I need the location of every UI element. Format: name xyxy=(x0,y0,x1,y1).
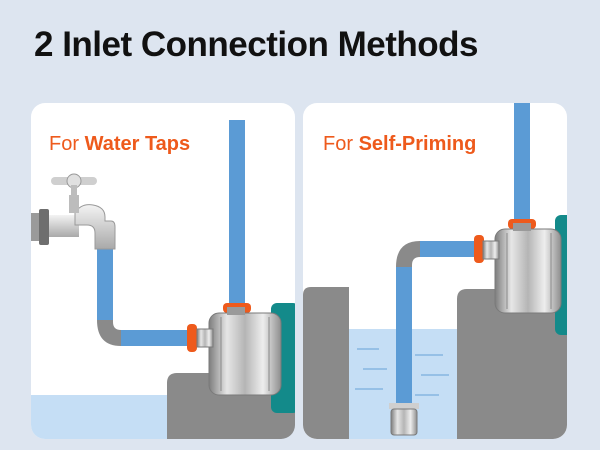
water-ripples xyxy=(355,348,449,396)
outlet-pipe xyxy=(229,120,245,307)
suction-pipe xyxy=(396,267,412,409)
self-priming-diagram xyxy=(303,103,567,439)
inlet-coupling xyxy=(187,324,197,352)
method-label-self-priming: For Self-Priming xyxy=(323,133,477,155)
pipe-elbow xyxy=(97,320,121,346)
inlet-pipe-vertical xyxy=(97,248,113,320)
well-wall-left xyxy=(303,287,349,439)
pump-icon xyxy=(196,303,295,413)
water-tap-icon xyxy=(31,173,116,250)
water-tap-diagram xyxy=(31,120,295,439)
inlet-pipe-horizontal xyxy=(121,330,189,346)
outlet-pipe xyxy=(514,103,530,223)
inlet-coupling xyxy=(474,235,484,263)
page-title: 2 Inlet Connection Methods xyxy=(34,25,478,64)
pipe-elbow xyxy=(396,241,420,267)
method-panel-water-taps: For Water Taps xyxy=(31,103,295,439)
pump-icon xyxy=(482,215,567,335)
foot-valve-icon xyxy=(389,403,419,436)
method-label-water-taps: For Water Taps xyxy=(49,133,191,155)
inlet-pipe-horizontal xyxy=(420,241,476,257)
pump-base xyxy=(457,289,567,439)
method-panel-self-priming: For Self-Priming xyxy=(303,103,567,439)
